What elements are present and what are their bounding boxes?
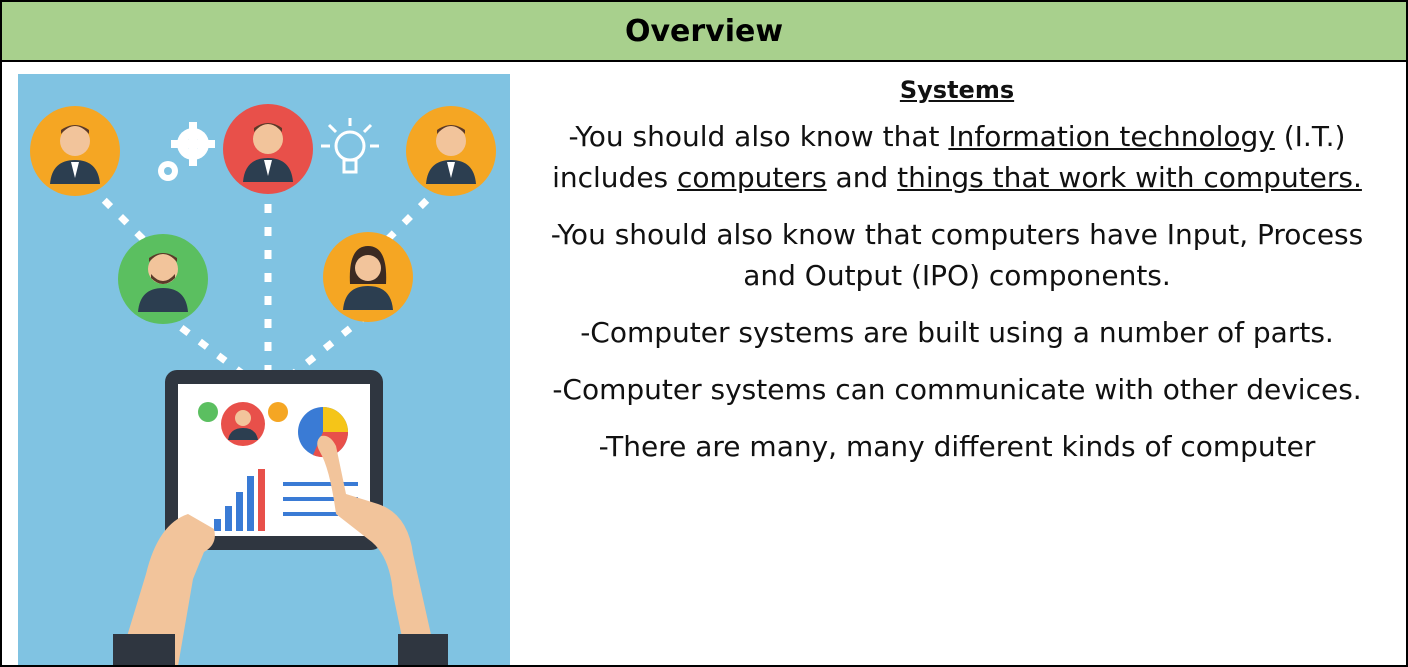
overview-header: Overview [2, 2, 1406, 62]
text-column: Systems -You should also know that Infor… [516, 66, 1398, 665]
lightbulb-icon [321, 118, 379, 174]
person-avatar-icon [323, 232, 413, 322]
person-avatar-icon [30, 106, 120, 196]
paragraph-kinds: -There are many, many different kinds of… [598, 430, 1316, 463]
underlined-term: computers [677, 161, 827, 194]
gear-icon [158, 122, 215, 181]
paragraph-ipo: -You should also know that computers hav… [550, 218, 1364, 292]
text-segment: -You should also know that [568, 120, 949, 153]
text-segment: and [826, 161, 898, 194]
underlined-term: Information technology [948, 120, 1275, 153]
page-title: Overview [624, 13, 784, 49]
person-avatar-icon [223, 104, 313, 194]
illustration-svg [30, 104, 496, 665]
network-illustration [18, 74, 510, 665]
hand-icon [113, 435, 448, 665]
paragraph-communicate: -Computer systems can communicate with o… [552, 373, 1362, 406]
section-title: Systems [899, 76, 1015, 104]
person-avatar-icon [118, 234, 208, 324]
text-segment: (I.T.) includes [552, 120, 1346, 194]
bar-chart-icon [214, 469, 265, 531]
underlined-term: things that work with computers. [897, 161, 1362, 194]
paragraph-it-definition: -You should also know that Information t… [516, 116, 1398, 198]
pie-chart-icon [298, 407, 349, 458]
person-avatar-icon [406, 106, 496, 196]
paragraph-parts: -Computer systems are built using a numb… [580, 316, 1334, 349]
